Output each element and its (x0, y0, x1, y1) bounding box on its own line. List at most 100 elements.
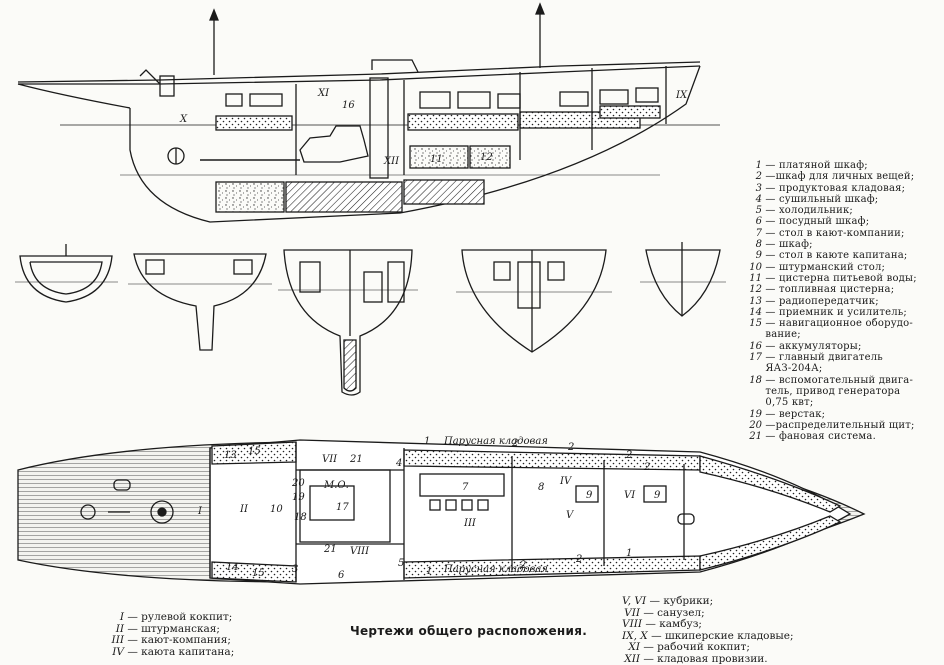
legend-item: 4 — сушильный шкаф; (746, 194, 942, 205)
legend-item: 5 — холодильник; (746, 205, 942, 216)
legend-item: вание; (746, 329, 942, 340)
plan-room-iv: IV (559, 476, 573, 487)
legend-item-text: — приемник и усилитель; (762, 307, 907, 318)
plan-num-2-b: 2 (567, 442, 574, 453)
section-2 (128, 254, 272, 350)
legend-item-text: — шкаф; (762, 239, 813, 250)
legend-item: 7 — стол в кают-компании; (746, 228, 942, 239)
legend-item: 3 — продуктовая кладовая; (746, 183, 942, 194)
room-legend-item-text: — рулевой кокпит; (124, 611, 232, 623)
legend-item: 18 — вспомогательный двига- (746, 375, 942, 386)
plan-num-13: 13 (224, 450, 237, 461)
legend-item-number: 15 (746, 318, 762, 329)
plan-num-9-a: 9 (586, 490, 593, 501)
legend-item: 10 — штурманский стол; (746, 262, 942, 273)
side-label-xi: XI (317, 88, 330, 99)
legend-item-text: —шкаф для личных вещей; (762, 171, 914, 182)
side-label-ix: IX (675, 90, 688, 101)
legend-item-text: — холодильник; (762, 205, 853, 216)
plan-num-15-bottom: 15 (252, 568, 265, 579)
plan-num-15-top: 15 (248, 446, 261, 457)
plan-num-17: 17 (336, 502, 349, 513)
legend-item-number: 13 (746, 296, 762, 307)
plan-num-2-f: 2 (575, 554, 582, 565)
legend-item-text: — главный двигатель (762, 352, 883, 363)
legend-item: 12 — топливная цистерна; (746, 284, 942, 295)
legend-item-number: 20 (746, 420, 762, 431)
legend-item-number: 18 (746, 375, 762, 386)
legend-item-number: 2 (746, 171, 762, 182)
legend-item-text: —распределительный щит; (762, 420, 915, 431)
legend-item-text: — сушильный шкаф; (762, 194, 878, 205)
legend-item: 21 — фановая система. (746, 431, 942, 442)
plan-num-8: 8 (538, 482, 544, 493)
plan-room-vii: VII (322, 454, 338, 465)
legend-item: 14 — приемник и усилитель; (746, 307, 942, 318)
legend-item-number: 16 (746, 341, 762, 352)
section-5 (640, 242, 726, 316)
plan-num-2-c: 2 (625, 450, 632, 461)
plan-room-viii: VIII (350, 546, 370, 557)
legend-item-number: 5 (746, 205, 762, 216)
legend-item: 19 — верстак; (746, 409, 942, 420)
legend-item: 0,75 квт; (746, 397, 942, 408)
legend-item-text: тель, привод генератора (762, 386, 900, 397)
room-legend-item-text: — кубрики; (646, 595, 713, 607)
plan-room-ii: II (239, 504, 249, 515)
legend-item-text: — радиопередатчик; (762, 296, 879, 307)
plan-num-10: 10 (270, 504, 283, 515)
section-3 (278, 250, 418, 395)
legend-item: 9 — стол в каюте капитана; (746, 250, 942, 261)
legend-item: тель, привод генератора (746, 386, 942, 397)
room-legend-item-number: VIII (622, 619, 642, 631)
plan-num-20: 20 (291, 478, 305, 489)
legend-item: 17 — главный двигатель (746, 352, 942, 363)
room-legend-item-number: XII (622, 654, 640, 665)
legend-item: 15 — навигационное оборудо- (746, 318, 942, 329)
plan-num-1-top: 1 (424, 436, 430, 447)
side-profile: X XI 16 IX XII 11 12 (18, 4, 720, 222)
room-legend-item-text: — санузел; (640, 607, 705, 619)
room-legend-item-text: — каюта капитана; (124, 646, 234, 658)
legend-item-text: — стол в каюте капитана; (762, 250, 907, 261)
legend-item-text: — навигационное оборудо- (762, 318, 913, 329)
legend-item: 16 — аккумуляторы; (746, 341, 942, 352)
legend-item-number: 7 (746, 228, 762, 239)
rooms-legend-left: I — рулевой кокпит;II — штурманская;III … (106, 612, 234, 658)
legend-item: 8 — шкаф; (746, 239, 942, 250)
plan-num-3: 3 (292, 564, 298, 575)
legend-item-text: вание; (762, 329, 801, 340)
legend-item: 13 — радиопередатчик; (746, 296, 942, 307)
room-legend-item-number: XI (622, 642, 640, 654)
legend-item-number: 14 (746, 307, 762, 318)
plan-sail-store-top: Парусная кладовая (443, 436, 548, 447)
legend-item-number: 17 (746, 352, 762, 363)
legend-item-number: 12 (746, 284, 762, 295)
legend-item-number: 9 (746, 250, 762, 261)
legend-item-number: 21 (746, 431, 762, 442)
section-4 (456, 250, 612, 352)
room-legend-item: XII — кладовая провизии. (622, 654, 794, 665)
side-label-x: X (179, 114, 188, 125)
plan-num-14: 14 (226, 562, 239, 573)
room-legend-item-number: I (106, 612, 124, 624)
cross-sections (15, 242, 726, 395)
legend-item-text: — фановая система. (762, 431, 876, 442)
legend-item-number: 19 (746, 409, 762, 420)
legend-item-text: — стол в кают-компании; (762, 228, 905, 239)
plan-num-7: 7 (462, 482, 469, 493)
room-legend-item-text: — кают-компания; (124, 634, 231, 646)
legend-item-text: — платяной шкаф; (762, 160, 868, 171)
side-label-12: 12 (480, 152, 493, 163)
plan-num-1-fwd: 1 (626, 548, 632, 559)
plan-num-21-top: 21 (349, 454, 363, 465)
legend-item-text: — посудный шкаф; (762, 216, 869, 227)
section-1 (15, 244, 118, 302)
legend-item-text: — цистерна питьевой воды; (762, 273, 917, 284)
legend-item-text: 0,75 квт; (762, 397, 813, 408)
side-label-16: 16 (342, 100, 355, 111)
plan-room-iii: III (463, 518, 477, 529)
plan-num-4: 4 (395, 458, 402, 469)
plan-num-2-d: 2 (643, 462, 650, 473)
plan-num-18: 18 (294, 512, 307, 523)
